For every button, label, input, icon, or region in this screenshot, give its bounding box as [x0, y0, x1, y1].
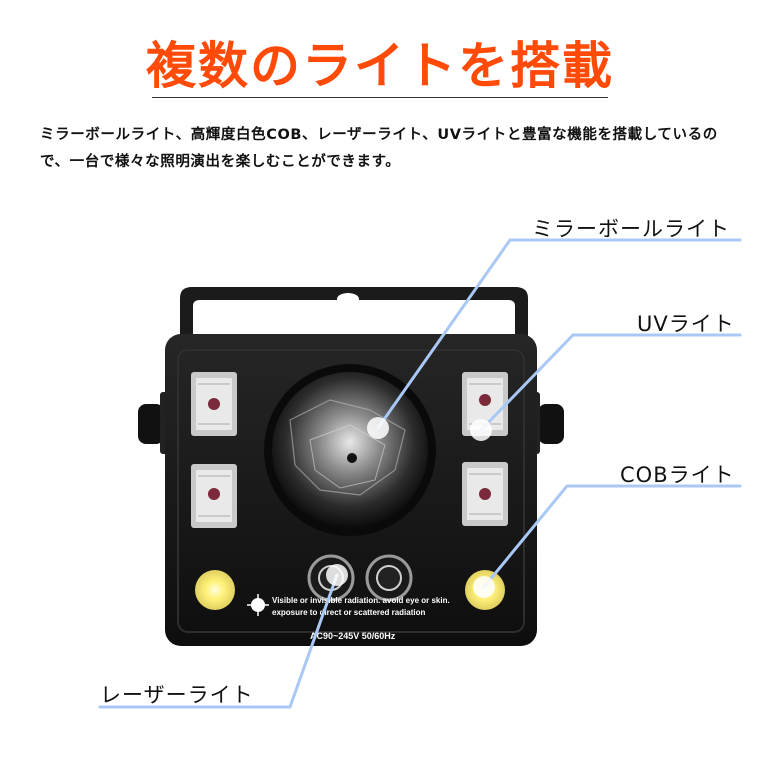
title-divider	[152, 97, 608, 98]
mounting-bracket	[180, 287, 528, 338]
uv-lamp-bottom-right	[462, 462, 508, 526]
callout-line-cob	[482, 484, 742, 589]
callout-label-laser: レーザーライト	[100, 683, 254, 707]
mirror-ball-dome	[264, 364, 436, 536]
warning-text-line1: Visible or invisible radiation. avoid ey…	[272, 596, 450, 605]
callout-line-laser	[98, 573, 339, 709]
callout-label-mirror-ball: ミラーボールライト	[532, 217, 730, 241]
uv-lamp-top-right	[462, 372, 508, 436]
page-title: 複数のライトを搭載	[146, 37, 614, 95]
callout-label-cob: COBライト	[620, 463, 735, 487]
callout-line-uv	[479, 333, 742, 432]
warning-text-line2: exposure to direct or scattered radiatio…	[272, 608, 425, 617]
laser-port-right	[365, 554, 413, 602]
uv-lamp-top-left	[191, 372, 237, 436]
description-text: ミラーボールライト、高輝度白色COB、レーザーライト、UVライトと豊富な機能を搭…	[40, 127, 718, 170]
callout-line-mirror-ball	[376, 238, 742, 430]
callout-label-uv: UVライト	[637, 312, 735, 336]
cob-lamp-left	[195, 570, 235, 610]
uv-lamp-bottom-left	[191, 464, 237, 528]
voltage-text: AC90~245V 50/60Hz	[310, 631, 396, 641]
